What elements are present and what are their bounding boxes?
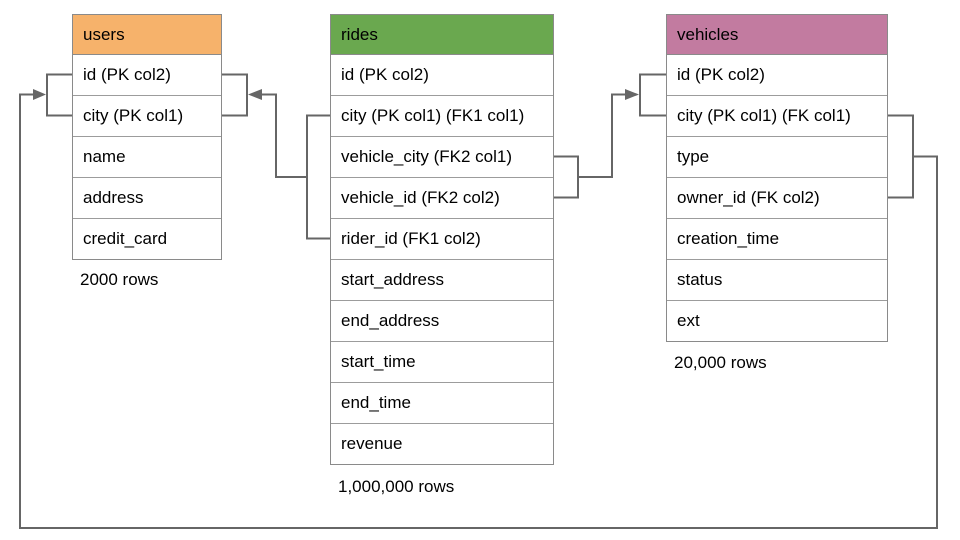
table-rides-column: start_address [331,260,553,301]
table-vehicles-header: vehicles [667,15,887,55]
table-vehicles-column: city (PK col1) (FK col1) [667,96,887,137]
rides-vehicles-arrowhead-icon [625,89,639,100]
table-users-rowcount: 2000 rows [80,270,159,289]
table-users-header: users [73,15,221,55]
relationship-vehicles-users [19,73,938,529]
table-rides-column: id (PK col2) [331,55,553,96]
table-vehicles-column: owner_id (FK col2) [667,178,887,219]
relationship-rides-users [222,73,330,240]
table-rides-column: city (PK col1) (FK1 col1) [331,96,553,137]
table-users-column: id (PK col2) [73,55,221,96]
table-vehicles-column: creation_time [667,219,887,260]
table-rides-column: end_time [331,383,553,424]
vehicles-pk-left-bracket-line [639,73,666,117]
table-rides-rowcount: 1,000,000 rows [338,477,455,496]
vehicles-fk-bracket-line [888,114,914,199]
vehicles-users-connector-line [19,93,938,529]
table-users: users id (PK col2) city (PK col1) name a… [72,14,222,260]
table-vehicles-rowcount: 20,000 rows [674,353,767,372]
users-pk-right-bracket-line [222,73,248,117]
table-users-column: name [73,137,221,178]
relationship-rides-vehicles [554,73,666,199]
rides-users-connector-line [261,93,307,178]
table-rides-header: rides [331,15,553,55]
rides-fk2-bracket-line [554,155,579,199]
users-pk-left-bracket-line [46,73,72,117]
table-rides-column: end_address [331,301,553,342]
vehicles-users-arrowhead-icon [33,89,46,100]
table-rides-column: start_time [331,342,553,383]
table-vehicles: vehicles id (PK col2) city (PK col1) (FK… [666,14,888,342]
table-vehicles-column: ext [667,301,887,341]
table-rides-column: rider_id (FK1 col2) [331,219,553,260]
table-vehicles-column: type [667,137,887,178]
table-rides-column: revenue [331,424,553,464]
rides-users-arrowhead-icon [248,89,262,100]
rides-fk1-bracket-line [306,114,330,240]
table-users-column: city (PK col1) [73,96,221,137]
table-rides-column: vehicle_city (FK2 col1) [331,137,553,178]
table-users-column: address [73,178,221,219]
table-rides: rides id (PK col2) city (PK col1) (FK1 c… [330,14,554,465]
table-rides-column: vehicle_id (FK2 col2) [331,178,553,219]
table-vehicles-column: status [667,260,887,301]
rides-vehicles-connector-line [578,93,625,178]
table-vehicles-column: id (PK col2) [667,55,887,96]
table-users-column: credit_card [73,219,221,259]
